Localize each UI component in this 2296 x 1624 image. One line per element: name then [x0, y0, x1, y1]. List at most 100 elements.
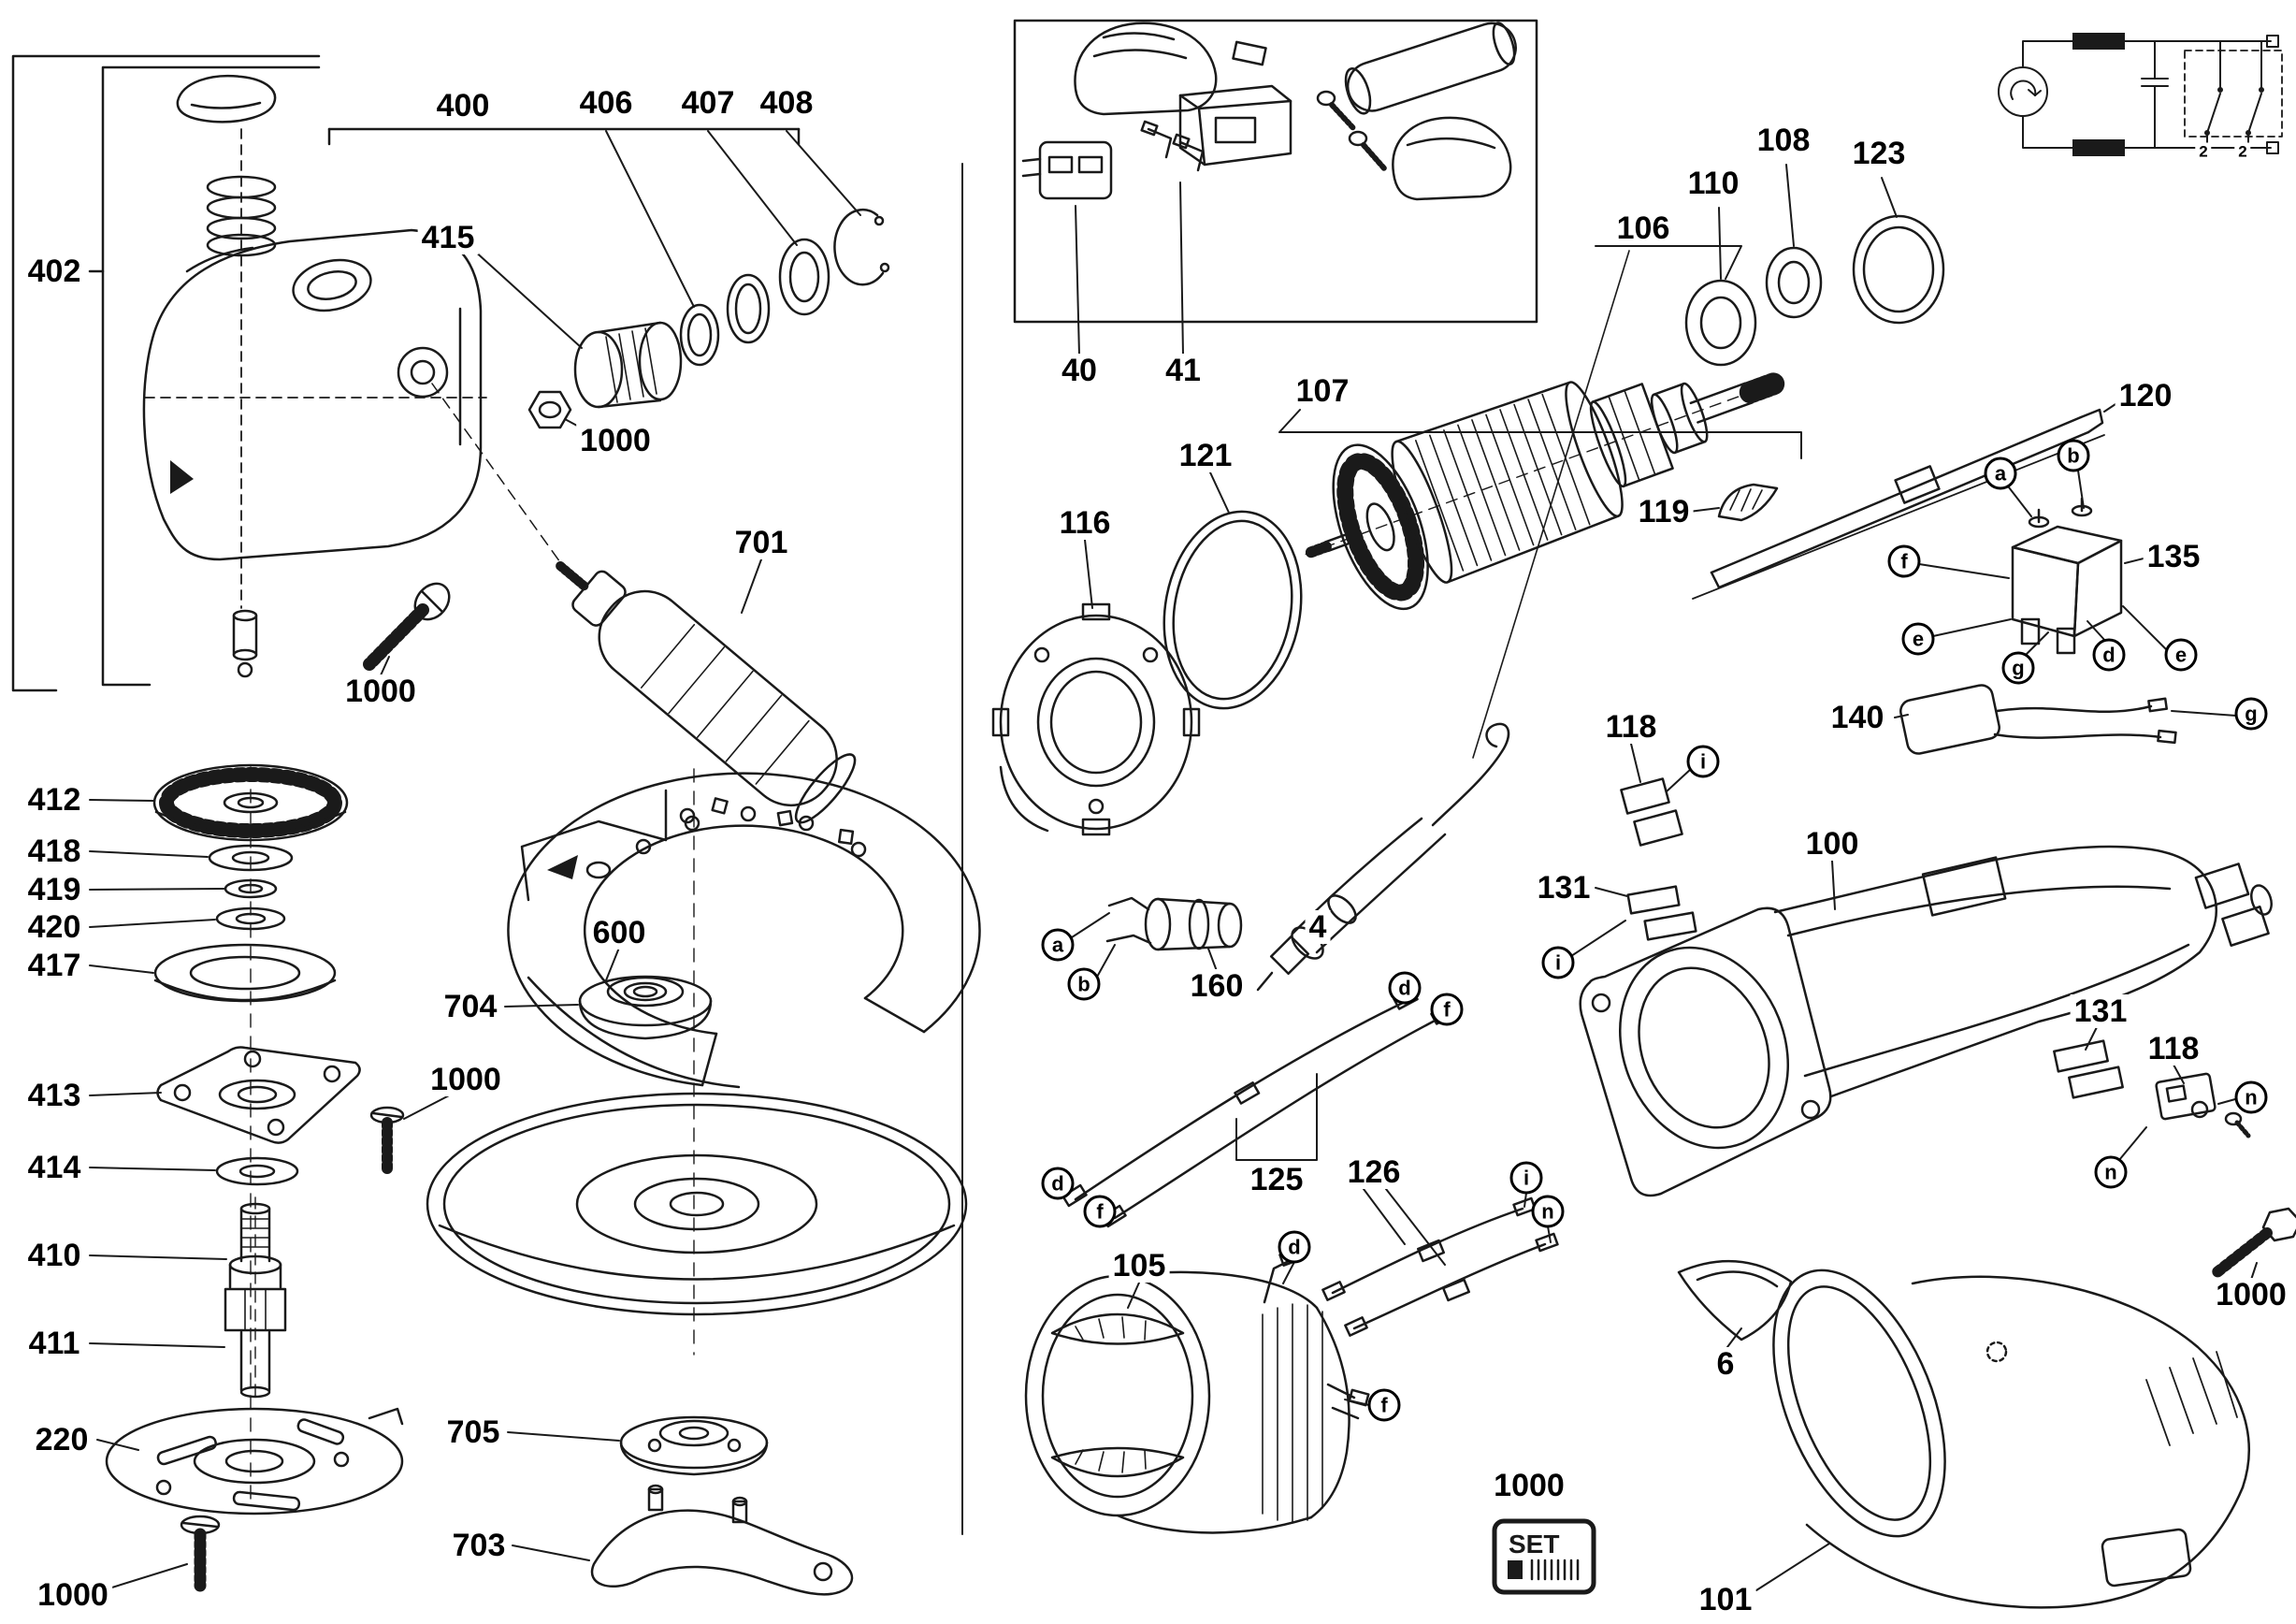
- circled-label-e-3: e: [1901, 622, 1935, 656]
- capacitor-140: [1899, 684, 2177, 755]
- bearing-123: [1852, 214, 1945, 325]
- circled-label-n-21: n: [2234, 1080, 2268, 1114]
- part-label-701-8: 701: [730, 526, 792, 559]
- flange-plate-413: [156, 1046, 361, 1144]
- bracket-400: [327, 127, 801, 146]
- part-label-100-39: 100: [1801, 827, 1863, 861]
- part-label-400-0: 400: [432, 89, 494, 123]
- part-label-1000-22: 1000: [426, 1063, 505, 1096]
- bracket-402: [11, 54, 321, 692]
- part-label-116-29: 116: [1055, 506, 1115, 540]
- circled-label-f-13: f: [1430, 993, 1464, 1026]
- screw-bottom-left-1000: [180, 1515, 221, 1592]
- terminal-block-118-left: [1620, 777, 1683, 847]
- part-label-410-16: 410: [23, 1239, 85, 1272]
- part-label-417-13: 417: [23, 949, 85, 982]
- part-label-118-38: 118: [1601, 710, 1661, 744]
- part-label-160-41: 160: [1186, 969, 1248, 1003]
- circled-label-b-1: b: [2057, 439, 2090, 472]
- part-label-120-34: 120: [2115, 379, 2176, 413]
- circled-label-a-0: a: [1984, 457, 2017, 490]
- spindle-gear-415: [573, 321, 683, 409]
- brush-holder-bar-120: [1692, 408, 2105, 600]
- part-label-101-51: 101: [1695, 1583, 1756, 1617]
- part-label-135-36: 135: [2143, 540, 2204, 573]
- part-label-704-21: 704: [440, 990, 501, 1023]
- circled-label-d-16: d: [1278, 1230, 1311, 1264]
- circled-label-i-9: i: [1541, 946, 1575, 979]
- part-label-107-27: 107: [1292, 374, 1353, 408]
- armature-107: [1305, 372, 1785, 611]
- ring-108: [1765, 246, 1823, 319]
- bearing-110: [1684, 279, 1757, 367]
- circled-label-d-12: d: [1388, 971, 1422, 1005]
- retaining-ring-408: [833, 208, 890, 286]
- part-label-1000-7: 1000: [341, 674, 420, 708]
- connector-131-right: [2053, 1039, 2124, 1099]
- part-label-118-47: 118: [2144, 1032, 2203, 1066]
- set-kit-icon: SET: [1492, 1518, 1596, 1595]
- circled-label-i-17: i: [1509, 1161, 1543, 1195]
- part-label-412-9: 412: [23, 783, 85, 817]
- hex-nut-1000: [527, 390, 572, 429]
- part-label-1000-49: 1000: [2212, 1278, 2290, 1312]
- leader-lines: [89, 130, 2258, 1591]
- part-label-600-20: 600: [588, 916, 650, 950]
- part-label-418-10: 418: [23, 834, 85, 868]
- part-label-110-31: 110: [1683, 167, 1743, 200]
- backing-pad: [426, 1092, 968, 1316]
- cord-sleeve-4: [1256, 722, 1510, 992]
- bolt-right-1000: [2209, 1207, 2296, 1280]
- cord-plug-160: [1105, 896, 1243, 951]
- part-label-121-28: 121: [1175, 439, 1236, 472]
- pin-wrench-703: [590, 1484, 854, 1596]
- part-label-2-53: 2: [2234, 142, 2251, 161]
- part-label-408-3: 408: [756, 86, 817, 120]
- circled-label-f-15: f: [1083, 1195, 1117, 1228]
- brush-119: [1717, 483, 1779, 522]
- circled-label-e-6: e: [2164, 638, 2198, 672]
- pin-part: [232, 609, 258, 678]
- part-label-6-48: 6: [1712, 1347, 1739, 1381]
- circled-label-n-20: n: [2094, 1155, 2128, 1189]
- circled-label-g-7: g: [2234, 697, 2268, 731]
- part-label-125-43: 125: [1246, 1163, 1307, 1196]
- bearing-417: [153, 943, 337, 1003]
- part-label-220-18: 220: [31, 1423, 93, 1457]
- circled-label-i-8: i: [1686, 745, 1720, 778]
- cap-part: [176, 74, 277, 123]
- screw-mid-1000: [369, 1106, 405, 1177]
- end-housing-101: [1772, 1269, 2250, 1609]
- ring-407a: [726, 273, 771, 344]
- part-label-406-1: 406: [575, 86, 637, 120]
- part-label-108-32: 108: [1753, 123, 1814, 157]
- circled-label-d-5: d: [2092, 638, 2126, 672]
- part-label-419-11: 419: [23, 873, 85, 906]
- circled-label-f-19: f: [1367, 1388, 1401, 1422]
- spindle-410-411: [224, 1196, 287, 1404]
- flange-nut-704: [578, 975, 713, 1040]
- screw-housing-1000: [363, 582, 451, 671]
- circled-label-f-2: f: [1887, 544, 1921, 578]
- part-label-106-30: 106: [1612, 211, 1674, 245]
- motor-housing-100: [1579, 845, 2273, 1197]
- part-label-413-14: 413: [23, 1079, 85, 1112]
- part-label-1000-50: 1000: [1490, 1469, 1568, 1502]
- o-ring-121: [1162, 510, 1303, 710]
- side-handle-701: [431, 383, 857, 824]
- set-icon-text: SET: [1509, 1530, 1559, 1559]
- part-label-2-52: 2: [2195, 142, 2212, 161]
- part-label-41-26: 41: [1162, 354, 1205, 387]
- part-label-705-23: 705: [442, 1415, 504, 1449]
- terminal-block-118-right: [2155, 1072, 2251, 1138]
- part-label-420-12: 420: [23, 910, 85, 944]
- part-label-1000-19: 1000: [34, 1578, 112, 1612]
- circled-label-g-4: g: [2001, 651, 2035, 685]
- circled-label-d-14: d: [1041, 1167, 1075, 1200]
- washer-414: [215, 1156, 299, 1186]
- wheel-guard-600: [507, 768, 981, 1356]
- part-label-123-33: 123: [1848, 137, 1910, 170]
- part-label-119-35: 119: [1634, 495, 1694, 529]
